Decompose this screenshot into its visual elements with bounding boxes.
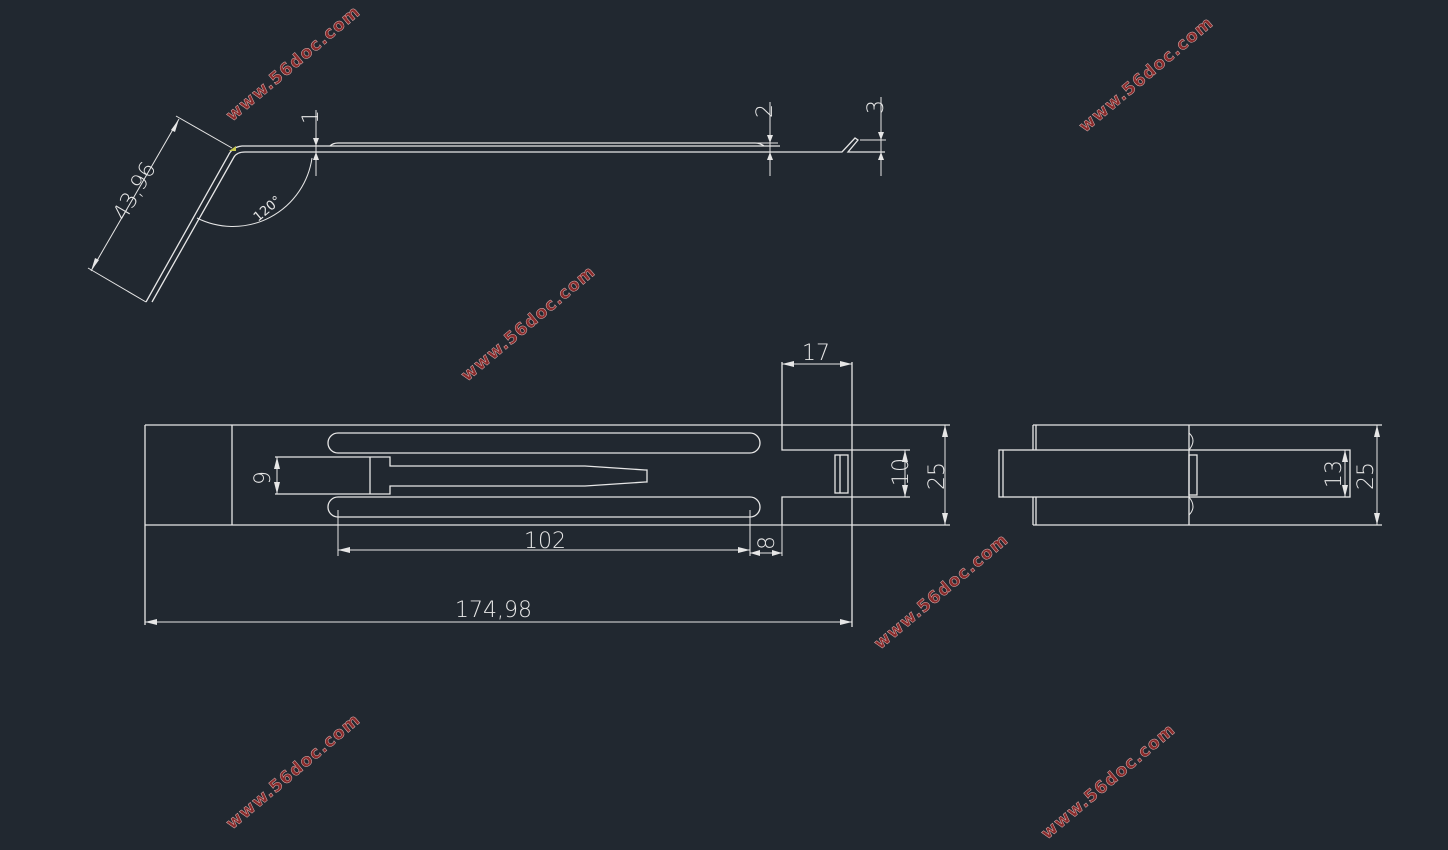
watermark: www.56doc.com bbox=[222, 2, 364, 126]
dim-height: 25 bbox=[925, 425, 950, 525]
watermark: www.56doc.com bbox=[870, 530, 1012, 654]
dim-height-label: 25 bbox=[925, 462, 950, 490]
dim-thickness: 1 bbox=[299, 110, 324, 176]
dim-stem-width-label: 9 bbox=[251, 471, 276, 485]
watermark: www.56doc.com bbox=[1075, 13, 1217, 137]
dim-tab-height: 10 bbox=[889, 450, 914, 497]
watermark: www.56doc.com bbox=[222, 710, 364, 834]
dim-end-height-label: 25 bbox=[1354, 462, 1379, 490]
dim-inner-height-label: 13 bbox=[1322, 460, 1347, 488]
part-profile-inner bbox=[151, 137, 885, 303]
dim-tab-height-label: 10 bbox=[889, 458, 914, 486]
dim-length: 43,96 bbox=[87, 115, 233, 303]
dim-tip-label: 3 bbox=[864, 100, 889, 114]
watermark: www.56doc.com bbox=[1037, 720, 1179, 844]
dim-tab-width: 17 bbox=[782, 341, 852, 367]
spring-tongue bbox=[275, 456, 648, 495]
dim-thickness-label: 1 bbox=[299, 110, 324, 124]
watermark: www.56doc.com bbox=[457, 262, 599, 386]
dim-inner-height: 13 bbox=[1322, 450, 1348, 497]
dim-tip: 3 bbox=[860, 97, 889, 176]
bend-marker bbox=[229, 146, 236, 151]
end-view: 13 25 bbox=[998, 424, 1382, 526]
lower-slot bbox=[327, 496, 761, 518]
tab bbox=[1188, 454, 1198, 496]
dim-slot-length-label: 102 bbox=[524, 529, 566, 554]
dim-total-length: 174,98 bbox=[145, 598, 852, 625]
dim-step-label: 2 bbox=[753, 104, 778, 118]
dim-gap: 8 bbox=[750, 525, 783, 556]
dim-stem-width: 9 bbox=[251, 457, 280, 494]
upper-slot bbox=[327, 432, 761, 454]
dim-step: 2 bbox=[753, 102, 778, 176]
inner-body bbox=[998, 449, 1351, 498]
dim-total-length-label: 174,98 bbox=[455, 598, 532, 623]
dim-angle-label: 120° bbox=[251, 193, 285, 225]
dim-gap-label: 8 bbox=[755, 536, 780, 550]
front-view: 17 9 10 25 102 8 bbox=[144, 341, 950, 627]
dim-tab-width-label: 17 bbox=[802, 341, 830, 366]
watermarks: www.56doc.com www.56doc.com www.56doc.co… bbox=[222, 2, 1218, 844]
dim-slot-length: 102 bbox=[337, 510, 751, 556]
tab-outline bbox=[781, 362, 910, 525]
part-raised-section bbox=[329, 142, 765, 147]
tab-slot bbox=[834, 454, 849, 494]
part-profile-outer bbox=[145, 145, 780, 303]
side-view: 43,96 120° 1 2 3 bbox=[87, 97, 889, 303]
dim-length-label: 43,96 bbox=[109, 158, 162, 225]
dim-end-height: 25 bbox=[1354, 425, 1380, 525]
